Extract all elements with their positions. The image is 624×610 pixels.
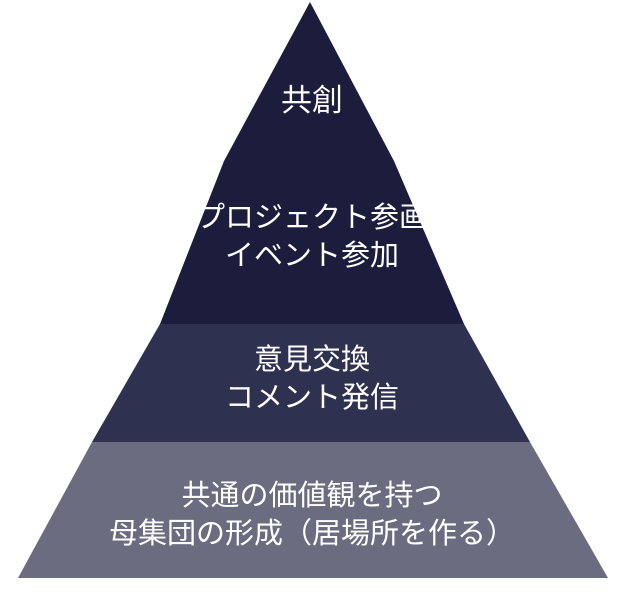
- pyramid-tier-top: [224, 2, 394, 161]
- pyramid-tier-second: [160, 161, 464, 324]
- tier-second-line-2: イベント参加: [224, 238, 399, 272]
- tier-second-line-1: プロジェクト参画: [195, 200, 428, 234]
- pyramid-tier-base: [18, 442, 608, 578]
- tier-label-second: プロジェクト参画 イベント参加: [160, 198, 464, 274]
- tier-second-clip: プロジェクト参画 イベント参加: [160, 160, 464, 324]
- pyramid-tier-third: [92, 324, 530, 442]
